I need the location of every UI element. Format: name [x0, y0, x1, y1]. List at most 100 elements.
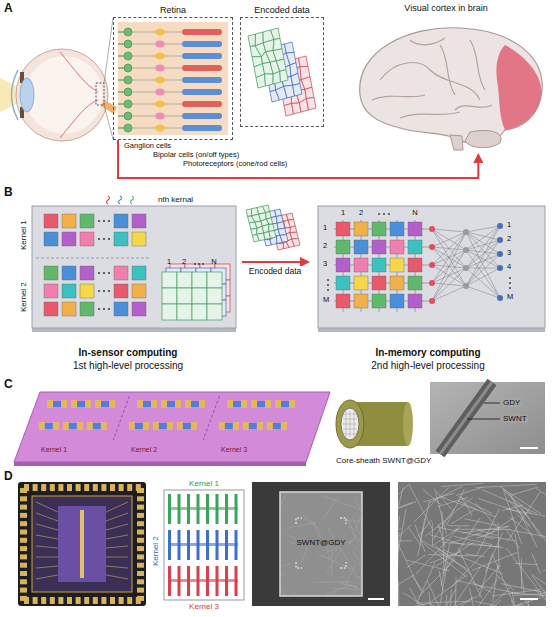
device-array-chip — [71, 400, 77, 408]
retina-layers — [155, 113, 165, 120]
in-sensor-chip-art — [177, 288, 192, 304]
encoded-mosaic — [287, 213, 294, 220]
chip-package — [106, 566, 128, 568]
retina-layers — [132, 116, 155, 117]
retina-layers — [124, 40, 132, 48]
retina-layers — [124, 100, 132, 108]
device-array-chip — [77, 401, 85, 407]
device-array-chip — [265, 400, 271, 408]
eye-illustration — [101, 100, 117, 114]
in-memory-chip-art — [432, 286, 466, 301]
in-sensor-chip-art — [207, 304, 222, 320]
in-sensor-chip-art — [44, 214, 58, 228]
chip-package — [36, 575, 58, 579]
in-memory-chip-art — [466, 232, 500, 298]
kernel-label: Kernel 3 — [189, 602, 219, 611]
retina-layers — [118, 32, 124, 33]
retina-layers — [155, 77, 165, 84]
in-memory-chip-art — [327, 284, 329, 286]
retina-layers — [155, 41, 165, 48]
sem-network-image — [515, 534, 524, 594]
chip-package — [106, 524, 128, 530]
sem-device-image — [296, 562, 302, 568]
in-sensor-chip-art — [132, 266, 146, 280]
sem-network-image — [498, 523, 500, 569]
device-array-chip — [85, 400, 91, 408]
retina-layers — [165, 32, 182, 33]
retina-layers — [182, 125, 222, 131]
in-sensor-chip-art — [32, 328, 236, 332]
retina-layers — [182, 113, 222, 119]
retina-layers — [124, 64, 132, 72]
retina-layers — [118, 128, 124, 129]
sem-device-image — [280, 564, 290, 568]
in-memory-chip-art — [390, 294, 404, 308]
in-memory-chip-art — [466, 226, 500, 232]
chip-package — [137, 496, 144, 501]
device-array-chip — [273, 423, 281, 429]
in-sensor-chip-art — [80, 232, 94, 246]
retina-layers — [118, 68, 124, 69]
in-sensor-chip-art — [80, 302, 94, 316]
in-sensor-chip-art — [108, 290, 110, 292]
column-number: 2 — [359, 209, 363, 218]
device-array-chip — [47, 400, 53, 408]
device-array-chip — [191, 401, 199, 407]
output-number: 2 — [507, 235, 511, 244]
in-memory-chip-art — [463, 229, 469, 235]
chip-package — [32, 496, 132, 592]
kernel-label: Kernel 1 — [40, 446, 68, 454]
sem-network-image — [521, 605, 546, 606]
tem-image — [430, 382, 545, 454]
kernel-label: Kernel 1 — [19, 220, 28, 250]
retina-layers — [182, 89, 222, 95]
sem-network-image — [485, 533, 502, 573]
sem-device-image — [333, 588, 335, 596]
chip-package — [106, 502, 128, 512]
chip-package — [84, 484, 89, 491]
retina-layers — [132, 92, 155, 93]
sem-network-image — [432, 522, 433, 545]
encoded-data-box: Encoded data — [240, 5, 324, 127]
sem-device-image — [296, 518, 346, 568]
in-memory-chip-art — [432, 232, 466, 301]
in-sensor-chip-art — [80, 214, 94, 228]
sem-device-image — [340, 562, 346, 568]
encoded-mosaic — [263, 40, 274, 52]
in-memory-chip-art — [383, 213, 385, 215]
device-array-chip — [159, 423, 167, 429]
eye-illustration — [20, 78, 34, 112]
visual-cortex-region: Visual cortex in brain — [345, 3, 547, 155]
chip-package — [20, 554, 27, 559]
in-memory-chip-art — [318, 328, 545, 332]
brain-illustration — [380, 63, 430, 80]
sem-network-image — [521, 558, 522, 589]
node-subheading: 1st high-level processing — [73, 359, 183, 372]
sem-network-image — [456, 596, 474, 606]
encoded-mosaic — [256, 74, 266, 88]
in-sensor-chip-art — [80, 284, 94, 298]
chip-package — [20, 563, 27, 568]
in-memory-chip-art — [354, 294, 368, 308]
chip-package — [20, 579, 27, 584]
nanotube-illustration — [354, 411, 355, 437]
in-memory-chip: In-memory computing2nd high-level proces… — [308, 196, 548, 372]
sem-network-image — [459, 600, 501, 606]
in-memory-chip-art — [497, 265, 503, 271]
device-array-chip — [267, 422, 273, 430]
retina-layers — [118, 92, 124, 93]
in-memory-chip-art — [429, 298, 435, 304]
in-sensor-chip-art — [103, 272, 105, 274]
sem-network-image — [435, 546, 472, 575]
in-sensor-chip-art — [198, 263, 200, 265]
in-sensor-chip-art — [62, 214, 76, 228]
device-array-chip — [101, 422, 107, 430]
sem-network-image — [493, 556, 513, 603]
retina-layers — [182, 53, 222, 59]
in-memory-chip-art — [318, 206, 545, 328]
in-memory-chip-art — [336, 294, 350, 308]
in-memory-chip-art — [466, 286, 500, 298]
in-memory-chip-art — [388, 213, 390, 215]
sem-network-image — [418, 520, 432, 537]
in-memory-chip-art — [463, 283, 469, 289]
